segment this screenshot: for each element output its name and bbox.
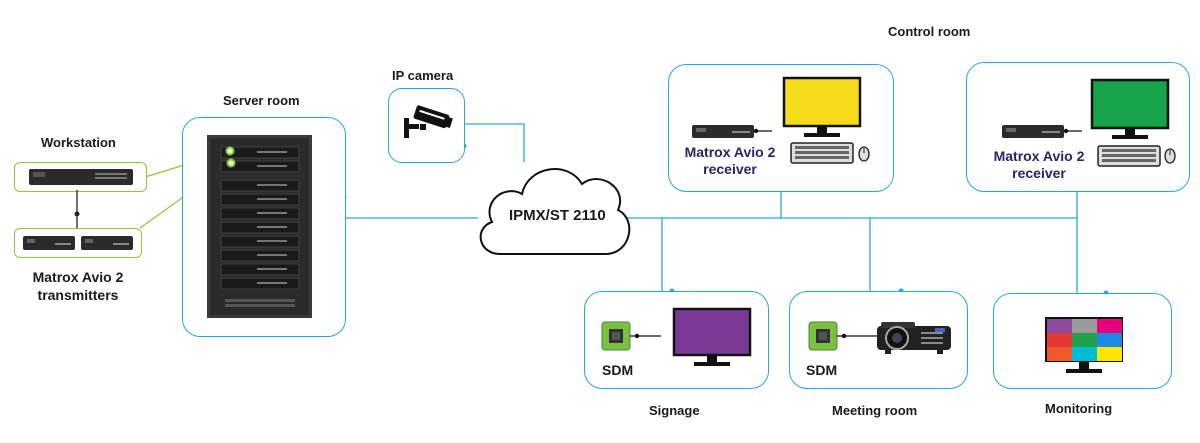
sdm-chip-icon[interactable] (601, 320, 663, 352)
sdm-chip-icon[interactable] (808, 320, 880, 352)
receiver-2-label: Matrox Avio 2 receiver (993, 148, 1085, 181)
cloud-icon[interactable] (470, 150, 634, 266)
receiver-1-label: Matrox Avio 2 receiver (684, 144, 776, 177)
workstation-icon[interactable] (14, 162, 147, 192)
receiver-icon[interactable] (1000, 122, 1084, 140)
color-bar-cell (1097, 347, 1122, 361)
network-label: IPMX/ST 2110 (509, 207, 606, 224)
ip-camera-label: IP camera (392, 68, 454, 83)
workstation-link (74, 190, 80, 228)
ip-camera-box (388, 88, 465, 163)
mouse-icon (1164, 148, 1176, 164)
rack-icon[interactable] (207, 135, 312, 318)
color-bars-icon[interactable] (1044, 316, 1124, 376)
monitor-icon[interactable] (672, 307, 752, 371)
color-bar-cell (1047, 333, 1072, 347)
sdm-1-label: SDM (602, 362, 634, 378)
receiver-icon[interactable] (690, 122, 774, 140)
meeting-room-label: Meeting room (832, 403, 918, 418)
monitor-icon[interactable] (782, 76, 862, 140)
color-bar-cell (1072, 333, 1097, 347)
sdm-2-label: SDM (806, 362, 838, 378)
server-room-label: Server room (223, 93, 300, 108)
transmitters-label: Matrox Avio 2 transmitters (32, 269, 124, 303)
mouse-icon (858, 146, 870, 162)
keyboard-icon (790, 142, 854, 164)
color-bar-cell (1072, 319, 1097, 333)
color-bar-cell (1072, 347, 1097, 361)
color-bar-cell (1097, 319, 1122, 333)
keyboard-icon (1097, 145, 1161, 167)
workstation-label: Workstation (41, 135, 116, 150)
transmitter-icon[interactable] (14, 228, 142, 258)
projector-icon[interactable] (875, 316, 955, 356)
monitoring-label: Monitoring (1045, 401, 1113, 416)
monitor-icon[interactable] (1090, 78, 1170, 142)
camera-icon[interactable] (402, 104, 456, 144)
color-bar-cell (1047, 319, 1072, 333)
color-bar-cell (1047, 347, 1072, 361)
control-room-label: Control room (888, 24, 971, 39)
color-bar-cell (1097, 333, 1122, 347)
signage-label: Signage (649, 403, 700, 418)
